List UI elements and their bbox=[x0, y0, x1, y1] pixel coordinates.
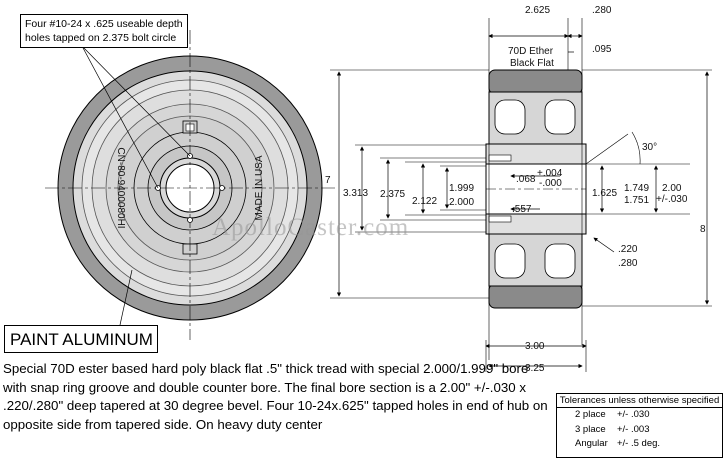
dim-557: .557 bbox=[512, 204, 532, 215]
bolt-note-line-1: Four #10-24 x .625 useable depth bbox=[25, 18, 183, 30]
bolt-note-line-2: holes tapped on 2.375 bolt circle bbox=[25, 32, 177, 44]
dim-angle: 30° bbox=[642, 142, 657, 153]
dim-200: 2.00 bbox=[662, 183, 682, 194]
dim-280: .280 bbox=[592, 5, 612, 16]
tread-label-2: Black Flat bbox=[510, 58, 554, 69]
dim-325: 3.25 bbox=[525, 363, 545, 374]
dim-1751: 1.751 bbox=[624, 195, 649, 206]
paint-callout: PAINT ALUMINUM bbox=[4, 325, 158, 353]
tread-label-1: 70D Ether bbox=[508, 46, 554, 57]
description-text: Special 70D ester based hard poly black … bbox=[3, 361, 548, 432]
dim-2000: 2.000 bbox=[449, 197, 474, 208]
dim-068: .068 bbox=[516, 174, 536, 185]
tolerance-value: +/- .030 bbox=[617, 409, 650, 420]
dim-2375: 2.375 bbox=[380, 189, 405, 200]
tolerance-value: +/- .003 bbox=[617, 423, 650, 435]
dim-2122: 2.122 bbox=[412, 196, 437, 207]
dim-7: 7 bbox=[325, 175, 331, 186]
wheel-front-view: CN-80-9400080HI MADE IN USA bbox=[45, 30, 335, 340]
dim-1999: 1.999 bbox=[449, 183, 474, 194]
dim-280b: .280 bbox=[618, 258, 638, 269]
dim-1625: 1.625 bbox=[592, 188, 617, 199]
dim-2625: 2.625 bbox=[525, 5, 550, 16]
tolerance-table: Tolerances unless otherwise specified 2 … bbox=[556, 393, 723, 458]
tolerance-place: 2 place bbox=[575, 409, 606, 420]
dim-3313: 3.313 bbox=[343, 188, 368, 199]
tolerance-header: Tolerances unless otherwise specified bbox=[557, 394, 722, 408]
tolerance-row: Angular +/- .5 deg. bbox=[557, 437, 722, 452]
wheel-part-number: CN-80-9400080HI bbox=[115, 147, 126, 228]
description: Special 70D ester based hard poly black … bbox=[3, 360, 548, 434]
dim-030: +/-.030 bbox=[656, 194, 688, 205]
dim-tol-plus: +.004 bbox=[537, 168, 563, 179]
dim-300: 3.00 bbox=[525, 341, 545, 352]
wheel-section-view bbox=[330, 18, 712, 372]
tolerance-place: 3 place bbox=[575, 423, 606, 435]
bolt-hole-note: Four #10-24 x .625 useable depth holes t… bbox=[20, 14, 188, 48]
dim-8: 8 bbox=[700, 224, 706, 235]
tolerance-value: +/- .5 deg. bbox=[617, 438, 661, 449]
dim-220: .220 bbox=[618, 244, 638, 255]
tolerance-row: 3 place +/- .003 bbox=[557, 423, 722, 438]
dim-095: .095 bbox=[592, 44, 612, 55]
tolerance-place: Angular bbox=[575, 438, 608, 449]
wheel-made-in: MADE IN USA bbox=[254, 155, 265, 220]
dim-1749: 1.749 bbox=[624, 183, 649, 194]
dim-tol-minus: -.000 bbox=[539, 178, 562, 189]
tolerance-row: 2 place +/- .030 bbox=[557, 408, 722, 423]
section-dimensions: 2.625 .280 .095 70D Ether Black Flat 30°… bbox=[325, 5, 706, 374]
